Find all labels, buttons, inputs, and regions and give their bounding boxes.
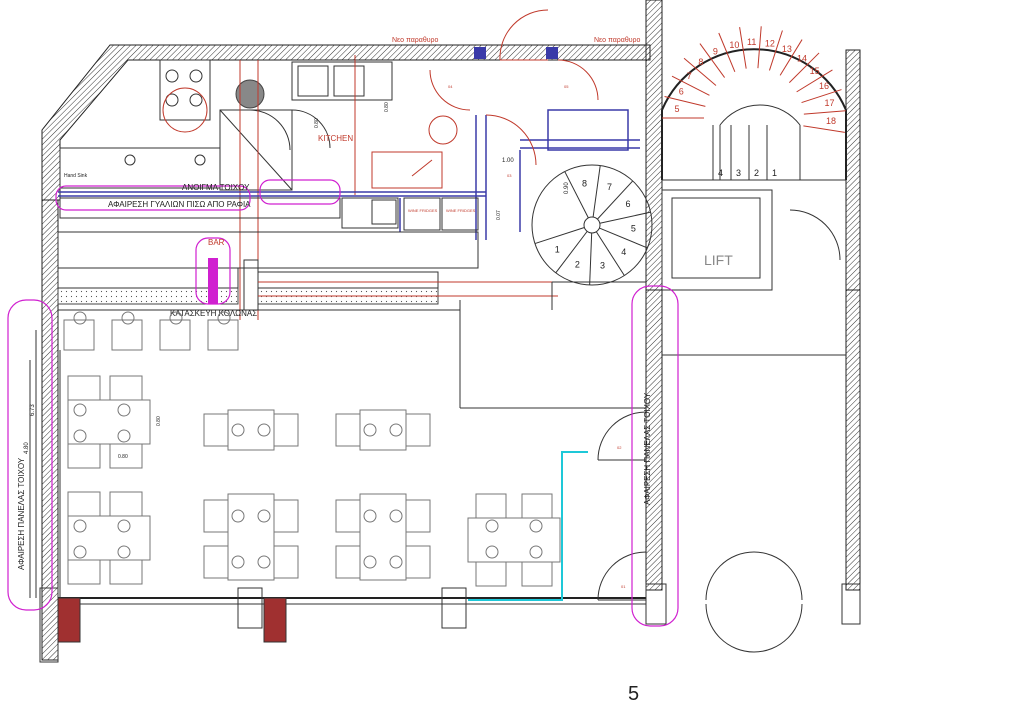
remove-panel-right-label: ΑΦΑΙΡΕΣΗ ΠΑΝΕΛΑΣ ΤΟΙΧΟΥ	[643, 392, 652, 505]
bar-counter: BAR ΚΑΤΑΣΚΕΥΗ ΚΟΛΩΝΑΣ	[57, 231, 558, 318]
spiral-stair-step-7: 7	[607, 182, 612, 192]
spiral-stair-tread	[599, 227, 648, 249]
spiral-stair-step-1: 1	[555, 244, 560, 254]
table-2top-2	[335, 409, 431, 451]
wall-opening-label: ΑΝΟΙΓΜΑ ΤΟΙΧΟΥ	[182, 183, 250, 192]
spiral-stair-step-2: 2	[575, 260, 580, 270]
dim-stair-width: 0.90	[564, 182, 570, 194]
main-stair-step-17: 17	[825, 98, 835, 108]
spiral-stair-tread	[589, 232, 593, 285]
main-stair-step-2: 2	[754, 168, 759, 178]
storefront	[39, 451, 861, 663]
lift-label: LIFT	[704, 252, 733, 268]
main-stair-step-8: 8	[698, 57, 703, 67]
spiral-stair-step-4: 4	[621, 247, 626, 257]
main-stair-tread	[699, 43, 726, 78]
column-label: ΚΑΤΑΣΚΕΥΗ ΚΟΛΩΝΑΣ	[170, 309, 257, 318]
door-tag-03: 03	[507, 173, 512, 178]
remove-glass-label: ΑΦΑΙΡΕΣΗ ΓΥΑΛΙΩΝ ΠΙΣΩ ΑΠΟ ΡΑΦΙΑ	[108, 200, 251, 209]
annotations: Νεο παραθυρο Νεο παραθυρο ΑΝΟΙΓΜΑ ΤΟΙΧΟΥ…	[17, 37, 652, 705]
main-stair-tread	[803, 110, 846, 115]
main-stair-tread	[739, 27, 747, 69]
main-stair-tread	[768, 30, 783, 71]
main-stair-step-4: 4	[718, 168, 723, 178]
spiral-stair-tread	[564, 171, 589, 219]
door-tag-04: 04	[448, 84, 453, 89]
spiral-stair-step-5: 5	[631, 224, 636, 234]
main-stair-tread	[801, 89, 842, 104]
interior-lines	[59, 281, 846, 598]
dim-left-inner: 4.80	[24, 442, 30, 454]
new-window-label-1: Νεο παραθυρο	[392, 37, 439, 44]
table-2top-1	[203, 409, 299, 451]
hand-sink-label: Hand Sink	[64, 173, 88, 179]
dim-table-w: 0.80	[118, 454, 128, 460]
new-window-label-2: Νεο παραθυρο	[594, 37, 641, 44]
dim-table-h: 0.80	[156, 416, 162, 426]
spiral-stair-tread	[592, 165, 601, 218]
wine-fridges-label-1: WINE FRIDGES	[408, 208, 438, 213]
main-stair-step-10: 10	[729, 40, 739, 50]
main-stair-step-12: 12	[765, 38, 775, 48]
spiral-stair-tread	[555, 231, 588, 274]
main-stair-tread	[671, 75, 710, 96]
main-stair-step-13: 13	[782, 44, 792, 54]
spiral-stair-step-6: 6	[625, 199, 630, 209]
door-tag-02: 02	[617, 445, 622, 450]
main-stair-step-6: 6	[679, 87, 684, 97]
main-stair-tread	[796, 69, 833, 93]
dining-tables	[67, 375, 561, 587]
main-stair-step-18: 18	[826, 116, 836, 126]
main-stair-step-5: 5	[675, 104, 680, 114]
bar-label: BAR	[208, 238, 225, 247]
main-stair-step-11: 11	[747, 37, 756, 47]
table-group-left-1	[67, 375, 151, 469]
main-stair-step-14: 14	[797, 53, 807, 63]
table-group-left-2	[67, 491, 151, 585]
new-partitions	[58, 47, 640, 240]
main-stair-step-7: 7	[687, 71, 692, 81]
spiral-stair-step-8: 8	[582, 179, 587, 189]
dim-left-outer: 6.73	[30, 404, 36, 416]
dim-small-2: 0.07	[496, 210, 502, 220]
spiral-stair-tread	[595, 231, 625, 276]
main-stair-step-1: 1	[772, 168, 777, 178]
main-stair-tread	[718, 32, 736, 72]
wine-fridges-label-2: WINE FRIDGES	[446, 208, 476, 213]
page-number: 5	[628, 683, 639, 705]
table-4top-3	[467, 493, 561, 587]
main-stair-step-3: 3	[736, 168, 741, 178]
table-4top-2	[335, 493, 431, 581]
spiral-stair: 1 2 3 4 5 6 7 8	[531, 164, 653, 286]
spiral-stair-step-3: 3	[600, 261, 605, 271]
remove-panel-left-label: ΑΦΑΙΡΕΣΗ ΠΑΝΕΛΑΣ ΤΟΙΧΟΥ	[17, 457, 26, 570]
spiral-stair-tread	[534, 226, 585, 245]
spiral-stair-tread	[599, 211, 651, 224]
outer-walls	[41, 0, 861, 661]
door-tag-05: 05	[564, 84, 569, 89]
kitchen-label: KITCHEN	[318, 134, 353, 143]
door-tag-01: 01	[621, 584, 626, 589]
main-stair-tread	[803, 125, 845, 133]
main-stair-tread	[789, 52, 820, 83]
main-stair-tread	[779, 39, 803, 76]
dimension-lines: 6.73 4.80 1.00 0.90 0.80 0.80 0.80 0.80 …	[24, 102, 570, 598]
doors: 04 05 03 02 01	[429, 9, 841, 653]
revision-clouds	[7, 179, 679, 627]
main-stair-step-16: 16	[819, 81, 829, 91]
main-stair-tread	[757, 26, 762, 69]
main-stair-step-15: 15	[810, 66, 820, 76]
table-4top-1	[203, 493, 299, 581]
bar-stools	[63, 311, 239, 351]
main-stair-tread	[664, 96, 706, 107]
main-stair-tread	[683, 57, 717, 86]
dim-door-width: 1.00	[502, 158, 514, 164]
lift: LIFT	[661, 189, 773, 291]
dim-kitchen-gap: 0.80	[314, 118, 320, 128]
dim-small-1: 0.80	[384, 102, 390, 112]
spiral-stair-tread	[597, 180, 634, 220]
main-stair-step-9: 9	[713, 47, 718, 57]
